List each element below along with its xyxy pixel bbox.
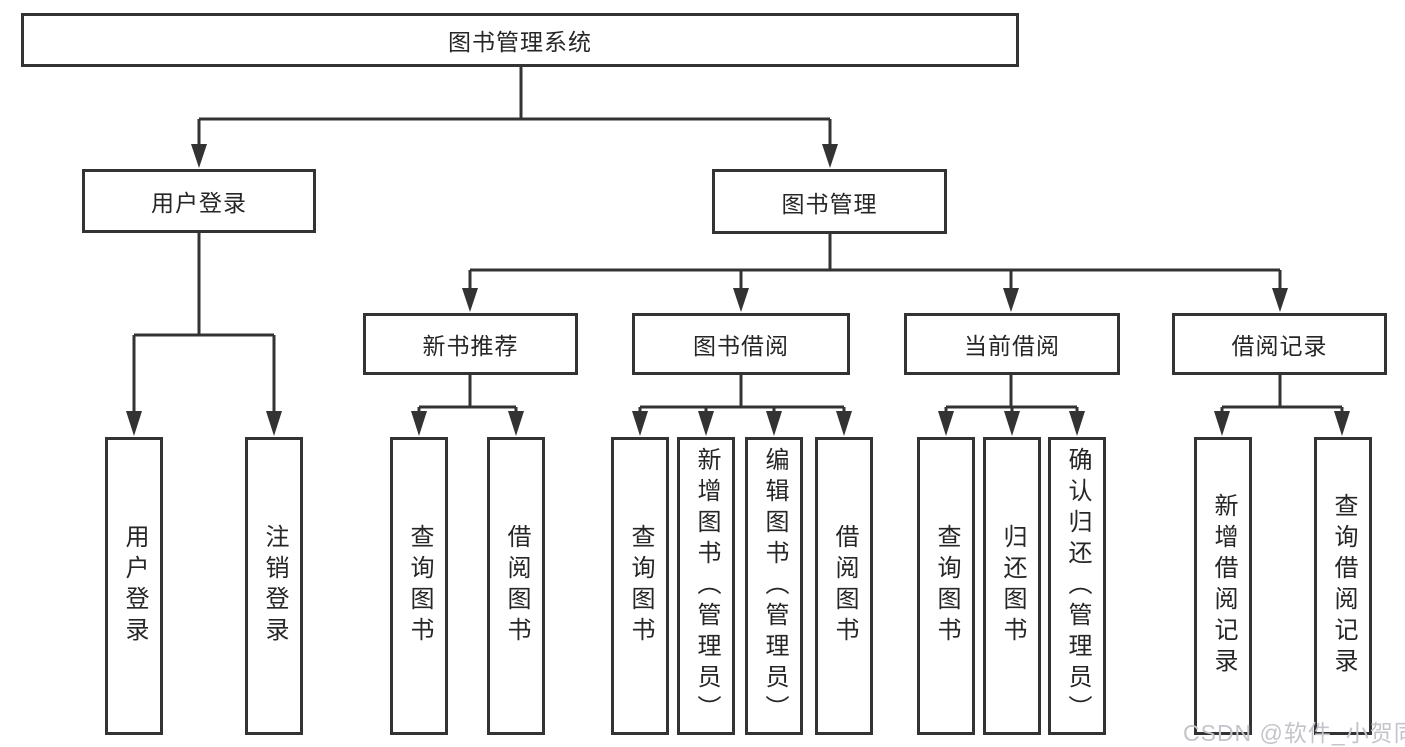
node-current-borrowing: 当前借阅 [904,313,1120,375]
leaf-borrowing-query-books: 查询图书 [611,437,669,735]
node-book-borrowing: 图书借阅 [632,313,850,375]
node-book-management: 图书管理 [712,169,947,234]
leaf-recommend-query-books: 查询图书 [390,437,448,735]
leaf-current-confirm-return-admin: 确认归还（管理员） [1048,437,1106,735]
node-label: 查询图书 [933,524,960,648]
leaf-logout: 注销登录 [245,437,303,735]
node-label: 图书借阅 [693,333,789,359]
node-label: 图书管理 [781,190,878,217]
node-new-book-recommend: 新书推荐 [363,313,578,375]
leaf-borrowing-edit-books-admin: 编辑图书（管理员） [745,437,803,735]
node-library-management-system: 图书管理系统 [21,13,1019,67]
node-label: 借阅图书 [503,524,530,648]
node-label: 图书管理系统 [448,29,592,55]
node-label: 注销登录 [261,524,288,648]
node-label: 用户登录 [151,190,247,216]
node-label: 当前借阅 [964,333,1060,359]
node-user-login: 用户登录 [82,169,316,233]
node-label: 确认归还（管理员） [1064,446,1091,726]
leaf-current-return-books: 归还图书 [983,437,1041,735]
leaf-recommend-borrow-books: 借阅图书 [487,437,545,735]
node-label: 查询借阅记录 [1330,493,1357,679]
node-label: 新增图书（管理员） [693,446,720,726]
leaf-user-login: 用户登录 [105,437,163,735]
leaf-borrowing-add-books-admin: 新增图书（管理员） [677,437,735,735]
leaf-borrowing-borrow-books: 借阅图书 [815,437,873,735]
node-label: 查询图书 [406,524,433,648]
node-label: 归还图书 [999,524,1026,648]
leaf-current-query-books: 查询图书 [917,437,975,735]
node-label: 编辑图书（管理员） [761,446,788,726]
node-label: 查询图书 [627,524,654,648]
node-label: 用户登录 [121,524,148,648]
node-label: 新增借阅记录 [1210,493,1237,679]
leaf-records-query-record: 查询借阅记录 [1314,437,1372,735]
node-borrowing-records: 借阅记录 [1172,313,1387,375]
node-label: 借阅图书 [831,524,858,648]
leaf-records-add-record: 新增借阅记录 [1194,437,1252,735]
csdn-watermark: CSDN @软件_小贺同学 [1183,720,1405,746]
node-label: 新书推荐 [422,333,519,359]
node-label: 借阅记录 [1231,333,1328,359]
